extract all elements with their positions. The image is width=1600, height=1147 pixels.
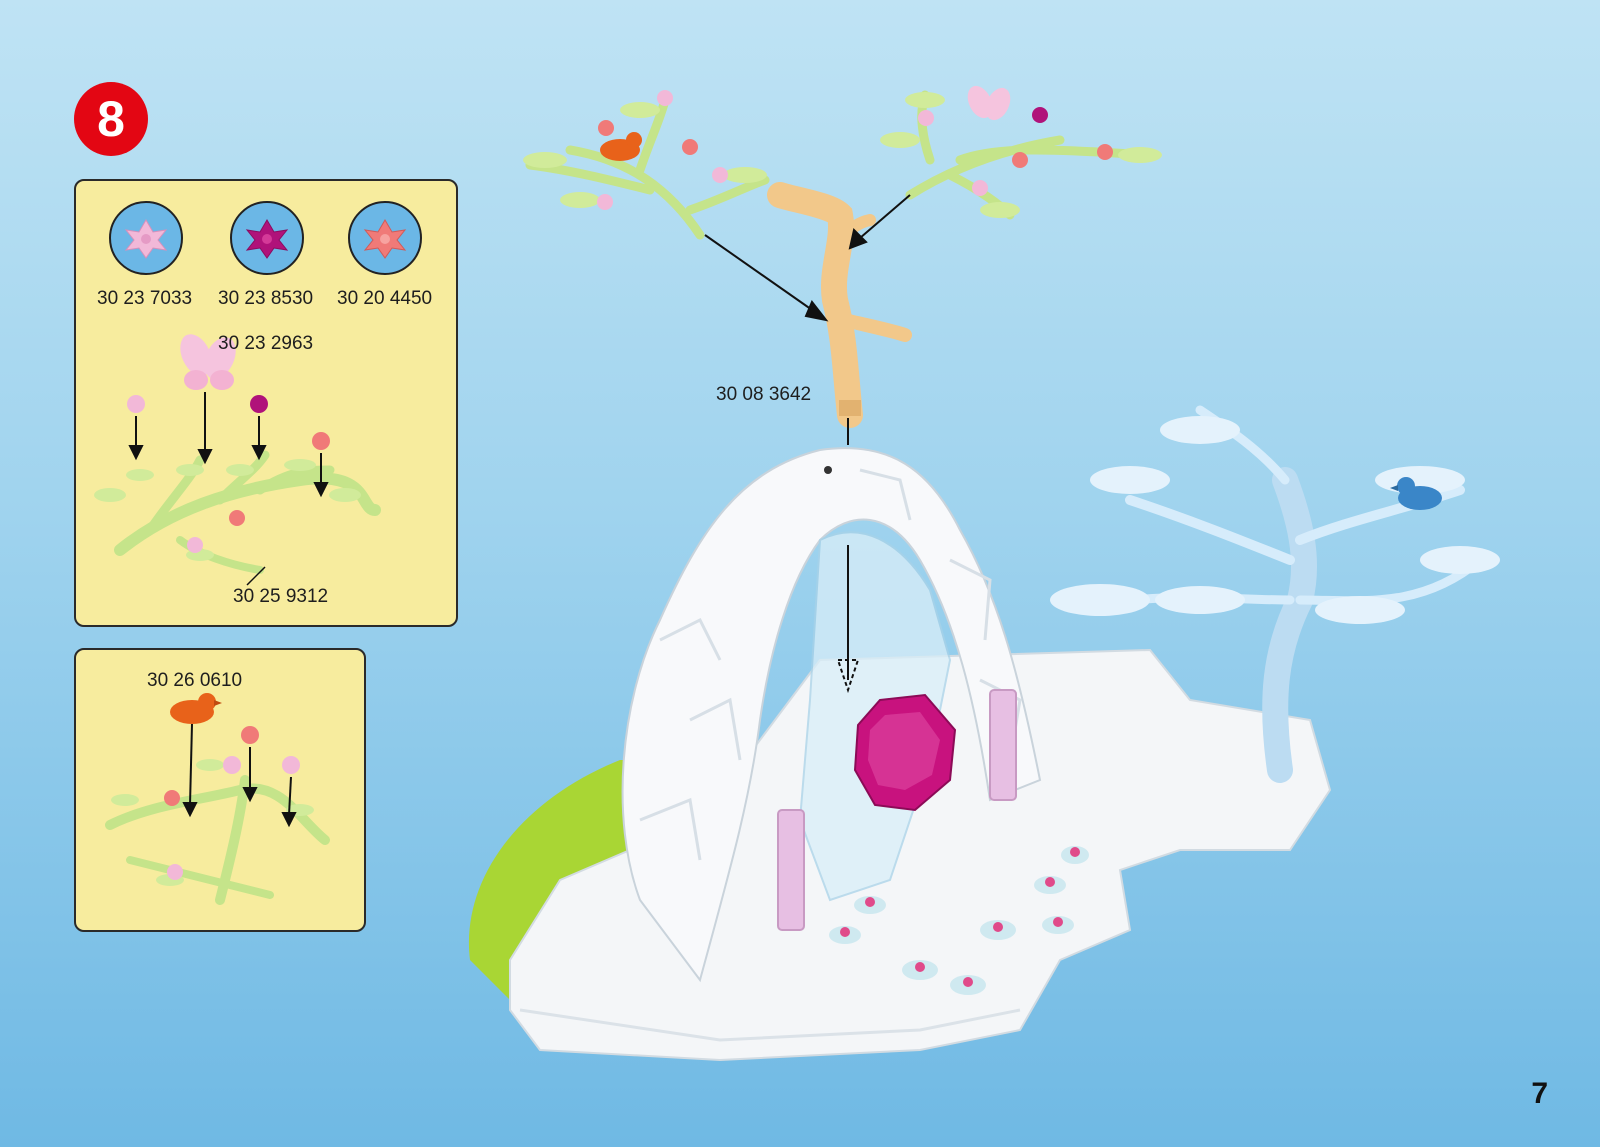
lilac-gate-right (989, 689, 1017, 801)
step-number-badge: 8 (74, 82, 148, 156)
butterfly-icon (967, 85, 1011, 121)
assembly-arrows-scene (704, 194, 911, 680)
pink-flower-icon (223, 756, 241, 774)
green-branch-left (523, 90, 770, 240)
pink-flower-icon (124, 219, 168, 259)
flower-swatch-1 (109, 201, 183, 275)
peg-insert-marker (836, 659, 860, 694)
flower-stepping-pads (829, 846, 1089, 995)
part-number-branch: 30 25 9312 (233, 586, 329, 607)
part-number-butterfly: 30 23 2963 (218, 333, 314, 354)
pink-flower-icon (282, 756, 300, 774)
orange-bird-icon (600, 132, 642, 161)
flower-swatch-3 (348, 201, 422, 275)
part-number-bird: 30 26 0610 (147, 670, 243, 691)
peg-hole (824, 466, 832, 474)
part-number-magenta-flower: 30 23 8530 (218, 288, 314, 309)
flower-swatch-2 (230, 201, 304, 275)
green-branch-right (880, 90, 1162, 220)
salmon-flower-icon (363, 219, 407, 259)
lilac-gate-left (777, 809, 805, 931)
assembly-arrows-panel-b (182, 723, 297, 828)
tree-trunk-part (767, 182, 912, 428)
frost-tree (1050, 405, 1500, 783)
part-number-salmon-flower: 30 20 4450 (337, 288, 433, 309)
magenta-flower-icon (245, 219, 289, 259)
orange-bird-icon (170, 693, 222, 724)
page-number: 7 (1531, 1077, 1548, 1110)
part-number-trunk: 30 08 3642 (716, 384, 812, 405)
bird-branch-illustration (105, 759, 330, 905)
rock-arch (621, 447, 1042, 983)
magenta-flower-icon (250, 395, 268, 413)
part-number-pink-flower: 30 23 7033 (97, 288, 193, 309)
green-branch-illustration (94, 450, 381, 574)
blue-bird-icon (1390, 477, 1442, 510)
pink-flower-icon (127, 395, 145, 413)
salmon-flower-icon (312, 432, 330, 450)
butterfly-icon (180, 334, 236, 390)
assembly-arrows-panel-a (128, 392, 329, 586)
salmon-flower-icon (241, 726, 259, 744)
